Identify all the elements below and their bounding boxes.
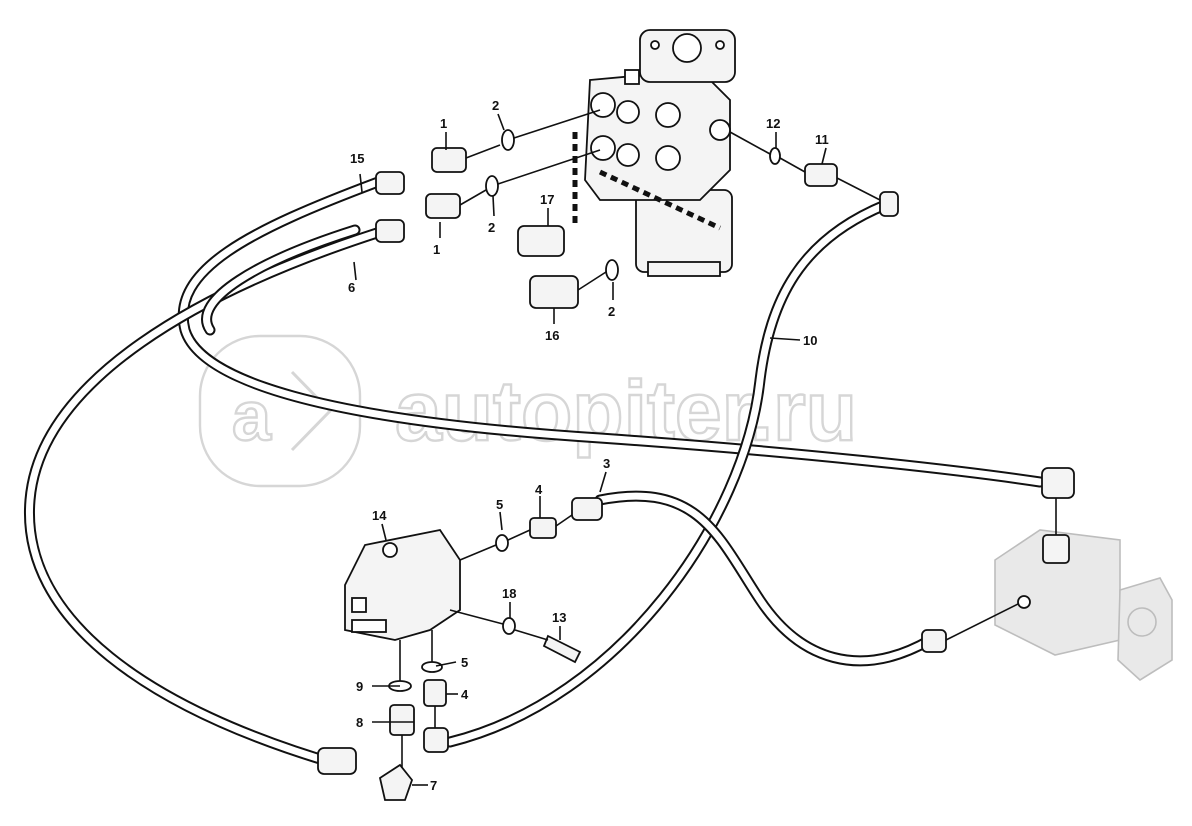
callout-7: 7 (430, 778, 437, 793)
callout-17: 17 (540, 192, 554, 207)
callout-10: 10 (803, 333, 817, 348)
callout-2-lower: 2 (608, 304, 615, 319)
valve-block-14 (344, 528, 461, 641)
bolt-13 (542, 634, 582, 664)
hose-3 (594, 490, 936, 667)
elbow-4-lower (423, 727, 449, 753)
hoses (23, 176, 1046, 771)
elbow-10-top (879, 191, 899, 217)
fitting-11 (804, 163, 838, 187)
callout-5-lower: 5 (461, 655, 468, 670)
callout-12: 12 (766, 116, 780, 131)
leader-lines (353, 113, 827, 786)
fitting-16 (529, 275, 579, 309)
callout-1-upper: 1 (440, 116, 447, 131)
steering-unit-valve-block (584, 69, 731, 201)
callout-16: 16 (545, 328, 559, 343)
fitting-1-lower (425, 193, 461, 219)
steering-unit-body (635, 189, 733, 273)
callout-9: 9 (356, 679, 363, 694)
fitting-4-upper (529, 517, 557, 539)
o-ring-12 (769, 147, 781, 165)
o-ring-2-middle (485, 175, 499, 197)
callout-6: 6 (348, 280, 355, 295)
callout-11: 11 (815, 132, 829, 147)
hose-end-6 (375, 219, 405, 243)
fittings-top (375, 109, 899, 309)
callout-2-middle: 2 (488, 220, 495, 235)
fitting-8 (389, 704, 415, 736)
valve-block-body (344, 528, 461, 641)
o-ring-5-upper (495, 534, 509, 552)
hose-end-3 (571, 497, 603, 521)
steering-spline-icon (672, 33, 702, 63)
callouts: 1 1 2 2 2 3 4 4 5 5 6 7 8 9 10 11 12 13 … (348, 98, 829, 793)
distributor-fitting (1042, 534, 1070, 564)
hose-end-6-lower (317, 747, 357, 775)
fitting-1-upper (431, 147, 467, 173)
o-ring-2-upper (501, 129, 515, 151)
callout-1-lower: 1 (433, 242, 440, 257)
watermark-arrow-icon (290, 370, 333, 452)
distributor-block (921, 467, 1173, 681)
callout-3: 3 (603, 456, 610, 471)
o-ring-2-lower (605, 259, 619, 281)
callout-4-lower: 4 (461, 687, 469, 702)
elbow-hose-end-right (1041, 467, 1075, 499)
callout-14: 14 (372, 508, 387, 523)
callout-5-upper: 5 (496, 497, 503, 512)
callout-2-upper: 2 (492, 98, 499, 113)
hose-end-15 (375, 171, 405, 195)
washer-18 (502, 617, 516, 635)
callout-13: 13 (552, 610, 566, 625)
callout-4-upper: 4 (535, 482, 543, 497)
fitting-4-lower (423, 679, 447, 707)
callout-18: 18 (502, 586, 516, 601)
o-ring-5-lower (421, 661, 443, 673)
callout-15: 15 (350, 151, 364, 166)
port-circle (590, 92, 616, 118)
callout-8: 8 (356, 715, 363, 730)
elbow-7 (378, 763, 414, 801)
hose-end-3-right (921, 629, 947, 653)
fittings-lower (317, 497, 603, 801)
fitting-17 (517, 225, 565, 257)
hose-10 (444, 199, 891, 748)
steering-unit (572, 29, 736, 277)
